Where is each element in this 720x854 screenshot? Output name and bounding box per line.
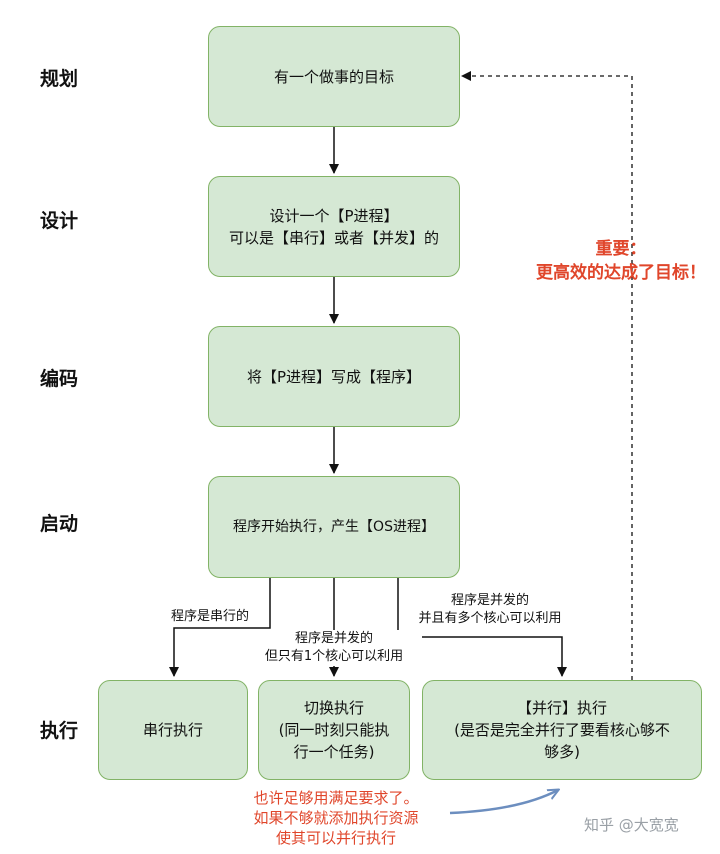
bottom-note: 也许足够用满足要求了。 如果不够就添加执行资源 使其可以并行执行 — [253, 789, 419, 847]
box-design: 设计一个【P进程】 可以是【串行】或者【并发】的 — [208, 176, 460, 277]
box-code: 将【P进程】写成【程序】 — [208, 326, 460, 427]
box-serial-text: 串行执行 — [142, 721, 203, 739]
box-code-text: 将【P进程】写成【程序】 — [246, 367, 422, 386]
important-note: 重要： 更高效的达成了目标！ — [536, 239, 706, 283]
box-parallel: 【并行】执行 (是否是完全并行了要看核心够不 够多) — [422, 680, 702, 780]
box-serial: 串行执行 — [98, 680, 248, 780]
arrow-feedback-dashed — [461, 71, 633, 680]
box-switch-text: 切换执行 (同一时刻只能执 行一个任务) — [278, 699, 390, 761]
watermark: 知乎 @大宽宽 — [584, 816, 679, 834]
box-goal: 有一个做事的目标 — [208, 26, 460, 127]
stage-exec: 执行 — [40, 720, 79, 742]
box-design-text: 设计一个【P进程】 可以是【串行】或者【并发】的 — [228, 206, 439, 247]
edge-label-concurrent-multi: 程序是并发的 并且有多个核心可以利用 — [400, 592, 580, 628]
stage-plan: 规划 — [40, 68, 79, 90]
box-start-text: 程序开始执行，产生【OS进程】 — [233, 519, 435, 535]
box-start: 程序开始执行，产生【OS进程】 — [208, 476, 460, 578]
arrow-blue-curve — [449, 790, 558, 815]
edge-label-concurrent-single: 程序是并发的 但只有1个核心可以利用 — [246, 630, 422, 666]
box-switch: 切换执行 (同一时刻只能执 行一个任务) — [258, 680, 410, 780]
arrow-start-to-parallel — [397, 578, 567, 677]
edge-label-serial: 程序是串行的 — [160, 608, 260, 626]
box-goal-text: 有一个做事的目标 — [273, 67, 394, 86]
box-parallel-text: 【并行】执行 (是否是完全并行了要看核心够不 够多) — [454, 699, 670, 761]
stage-code: 编码 — [40, 368, 79, 390]
arrow-start-to-serial — [169, 578, 271, 677]
stage-design: 设计 — [40, 210, 79, 232]
stage-start: 启动 — [40, 513, 79, 535]
